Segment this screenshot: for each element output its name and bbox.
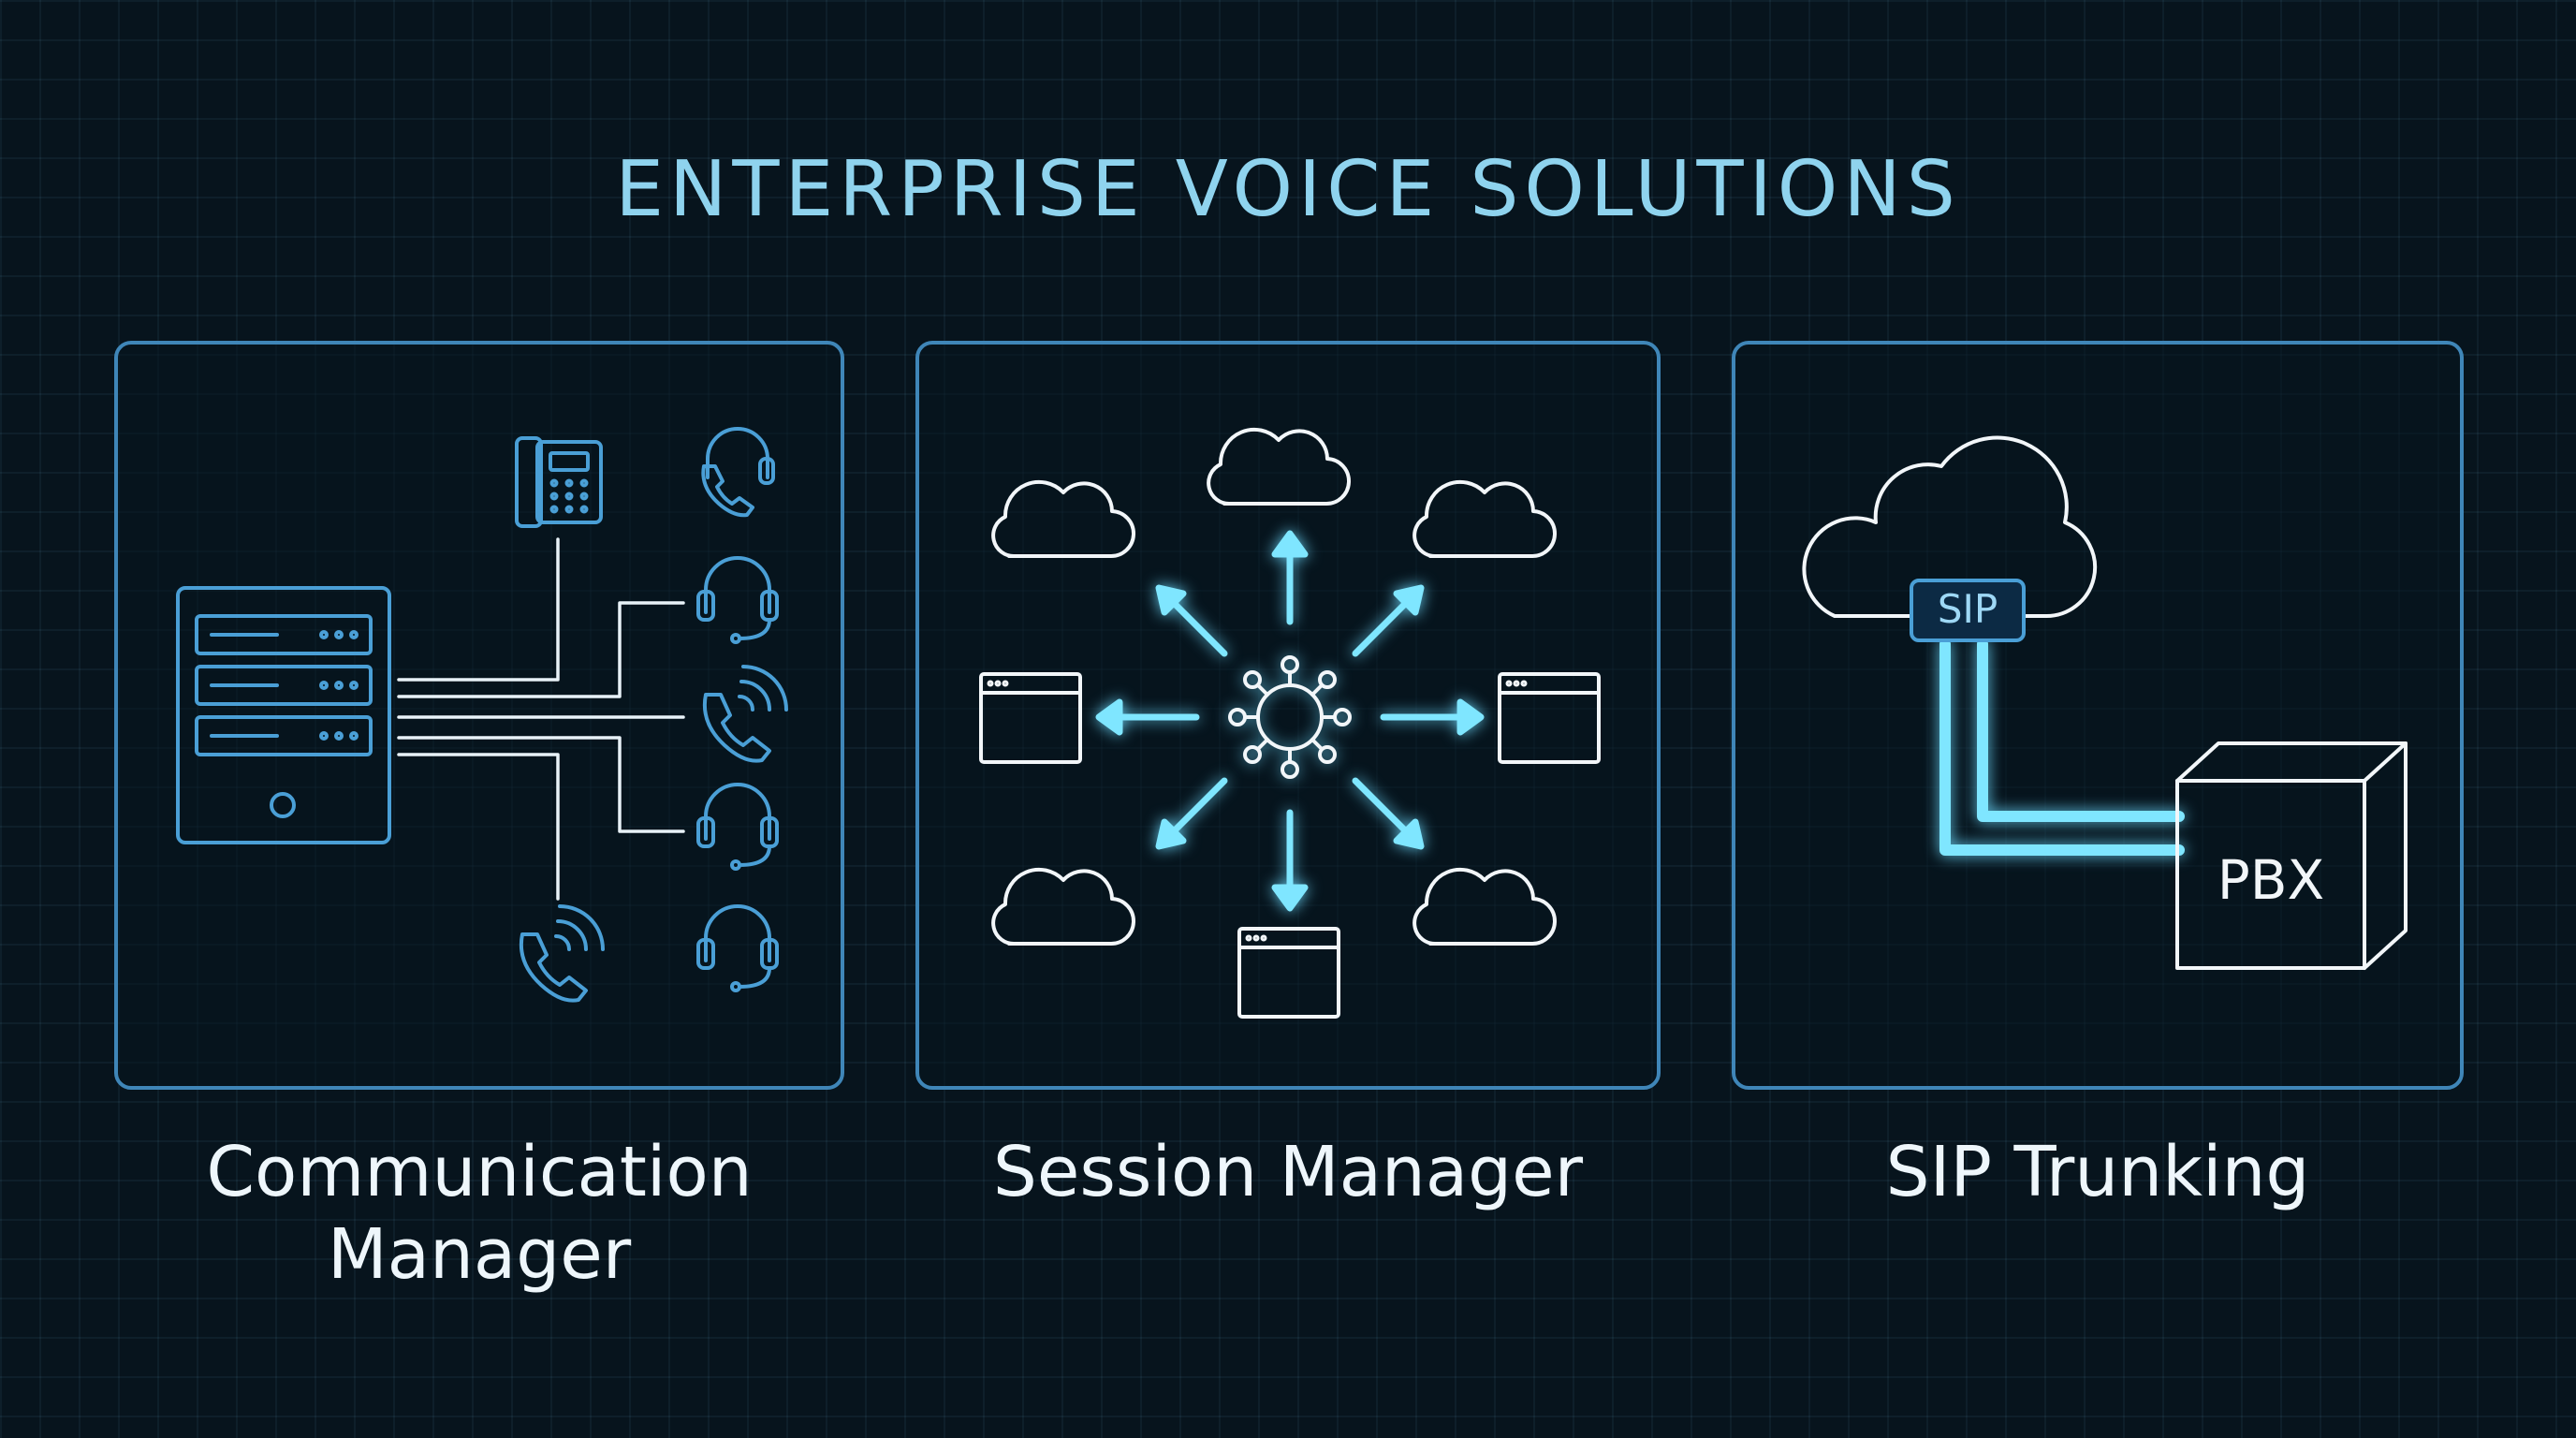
arrow-icon: [1380, 698, 1485, 736]
sip-label-box: SIP: [1910, 579, 2026, 642]
browser-window-icon: [1237, 927, 1340, 1019]
headset-icon: [696, 783, 779, 871]
arrow-icon: [1271, 809, 1309, 912]
browser-window-icon: [979, 672, 1082, 764]
arrow-icon: [1352, 584, 1425, 657]
arrow-icon: [1271, 530, 1309, 625]
phone-handset-icon: [703, 665, 788, 763]
headset-icon: [701, 427, 775, 518]
sip-trunk-lines: [1939, 638, 2185, 856]
cloud-icon: [1207, 427, 1351, 506]
desk-phone-icon: [515, 436, 603, 528]
cloud-icon: [991, 479, 1135, 559]
arrow-icon: [1155, 584, 1228, 657]
browser-window-icon: [1498, 672, 1601, 764]
connection-lines: [397, 537, 685, 901]
pbx-label: PBX: [2217, 848, 2325, 912]
cloud-icon: [1412, 479, 1557, 559]
server-icon: [176, 586, 391, 844]
sip-trunking-caption: SIP Trunking: [1732, 1131, 2464, 1213]
session-manager-caption: Session Manager: [915, 1131, 1661, 1213]
caption-line: SIP Trunking: [1885, 1132, 2310, 1212]
hub-icon: [1228, 655, 1352, 779]
sip-label: SIP: [1938, 586, 1998, 632]
pbx-box-icon: PBX: [2175, 741, 2408, 970]
sip-trunking-panel: SIP PBX: [1732, 341, 2464, 1090]
headset-icon: [696, 904, 779, 992]
caption-line: Manager: [327, 1214, 632, 1295]
cloud-icon: [1802, 435, 2098, 619]
caption-line: Communication: [206, 1132, 753, 1212]
caption-line: Session Manager: [992, 1132, 1584, 1212]
session-manager-panel: [915, 341, 1661, 1090]
headset-icon: [696, 556, 779, 644]
arrow-icon: [1352, 777, 1425, 850]
cloud-icon: [1412, 867, 1557, 946]
phone-handset-icon: [520, 904, 605, 1003]
arrow-icon: [1095, 698, 1200, 736]
communication-manager-panel: [114, 341, 844, 1090]
cloud-icon: [991, 867, 1135, 946]
communication-manager-caption: Communication Manager: [114, 1131, 844, 1296]
arrow-icon: [1155, 777, 1228, 850]
page-title: ENTERPRISE VOICE SOLUTIONS: [615, 144, 1961, 234]
